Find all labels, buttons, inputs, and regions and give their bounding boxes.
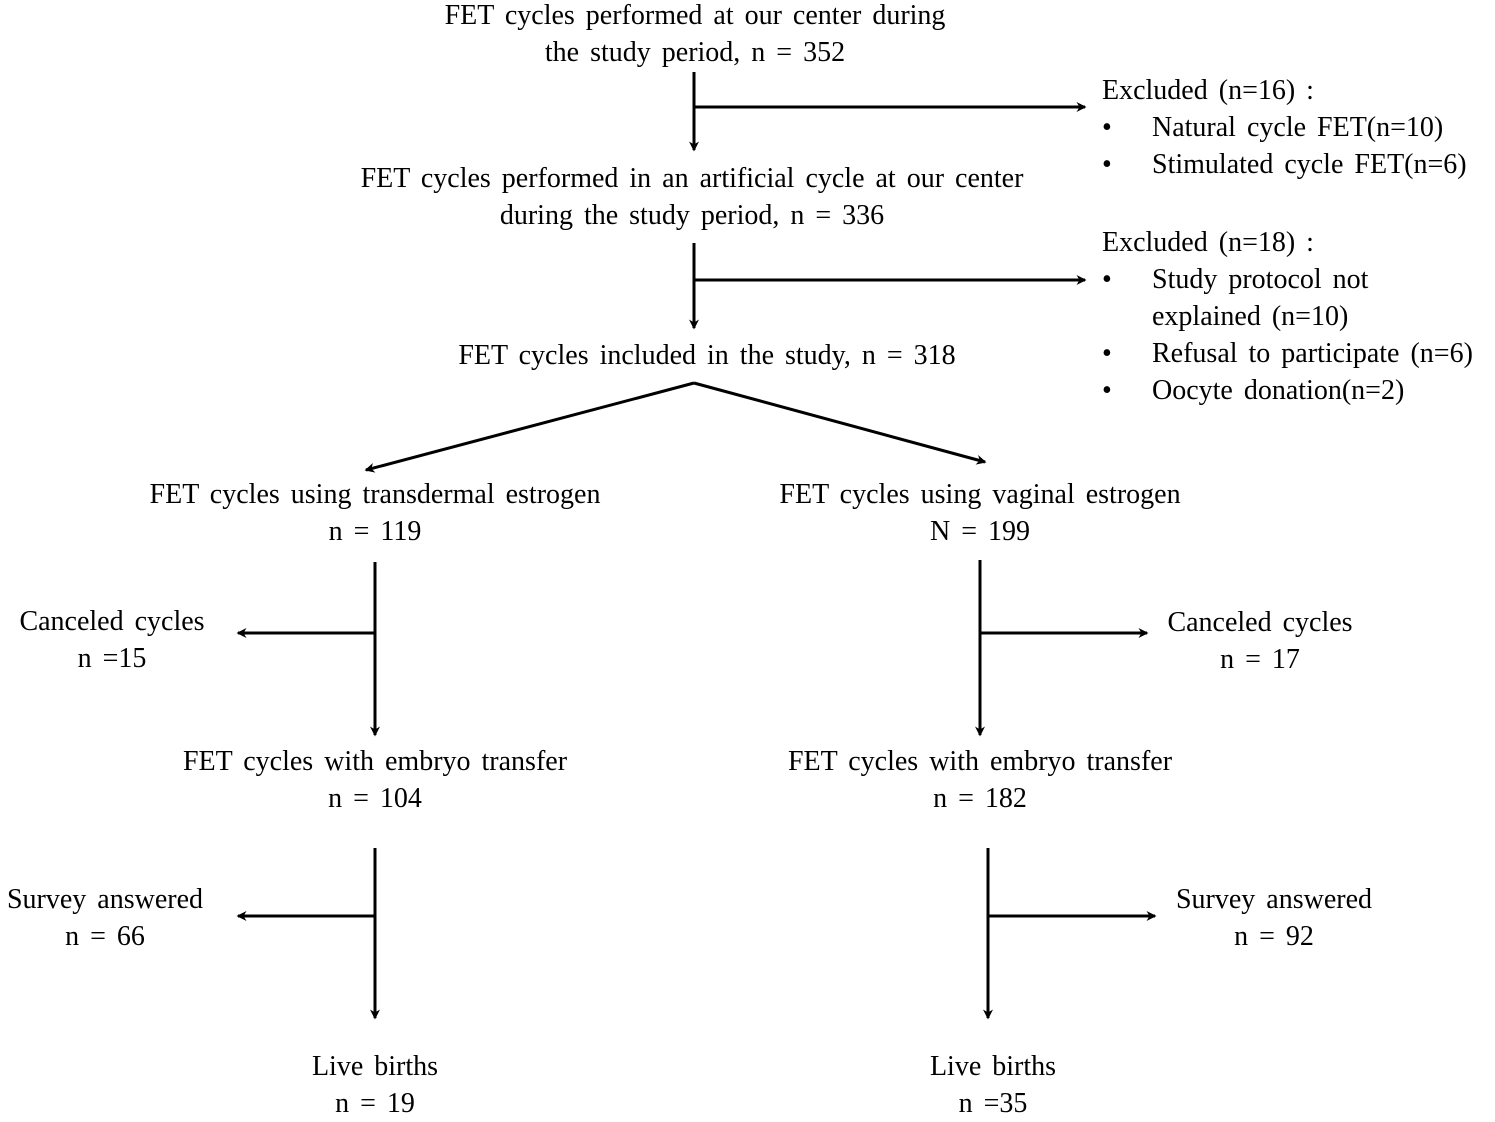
node-total-cycles-line-2: the study period, n = 352: [544, 37, 846, 68]
node-canceled-right: Canceled cycles n = 17: [1150, 604, 1370, 678]
node-artificial-cycles-line-2: during the study period, n = 336: [499, 200, 885, 231]
exclusion-item-text: Refusal to participate (n=6): [1152, 338, 1473, 369]
node-births-left-line-2: n = 19: [335, 1088, 415, 1119]
node-canceled-left-line-2: n =15: [77, 643, 147, 674]
node-artificial-cycles-line-1: FET cycles performed in an artificial cy…: [360, 163, 1024, 194]
node-transdermal-line-2: n = 119: [328, 516, 422, 547]
exclusion-item-text: Stimulated cycle FET(n=6): [1152, 149, 1467, 180]
node-births-left: Live births n = 19: [275, 1048, 475, 1122]
exclusion-first-item: • Stimulated cycle FET(n=6): [1102, 146, 1467, 183]
node-transfer-right: FET cycles with embryo transfer n = 182: [740, 743, 1220, 817]
exclusion-box-first: Excluded (n=16) : • Natural cycle FET(n=…: [1102, 72, 1467, 183]
bullet-icon: •: [1102, 338, 1112, 369]
node-total-cycles-line-1: FET cycles performed at our center durin…: [444, 0, 946, 31]
bullet-icon: •: [1102, 149, 1112, 180]
exclusion-second-item: • Oocyte donation(n=2): [1102, 372, 1473, 409]
node-survey-right: Survey answered n = 92: [1164, 881, 1384, 955]
exclusion-first-item: • Natural cycle FET(n=10): [1102, 109, 1467, 146]
exclusion-second-list: • Study protocol not explained (n=10) • …: [1102, 261, 1473, 409]
node-survey-left: Survey answered n = 66: [0, 881, 210, 955]
node-transfer-left: FET cycles with embryo transfer n = 104: [135, 743, 615, 817]
node-survey-left-line-2: n = 66: [65, 921, 145, 952]
node-transdermal-cycles: FET cycles using transdermal estrogen n …: [95, 476, 655, 550]
node-births-right-line-2: n =35: [958, 1088, 1028, 1119]
exclusion-first-list: • Natural cycle FET(n=10) • Stimulated c…: [1102, 109, 1467, 183]
node-transfer-right-line-1: FET cycles with embryo transfer: [787, 746, 1173, 777]
node-survey-left-line-1: Survey answered: [6, 884, 204, 915]
arrow-included-to-transdermal: [364, 381, 695, 473]
node-survey-right-line-1: Survey answered: [1175, 884, 1373, 915]
node-canceled-right-line-2: n = 17: [1220, 644, 1300, 675]
node-artificial-cycles: FET cycles performed in an artificial cy…: [292, 160, 1092, 234]
exclusion-second-item: • Study protocol not explained (n=10): [1102, 261, 1473, 335]
node-included-cycles: FET cycles included in the study, n = 31…: [387, 337, 1027, 374]
node-transfer-left-line-2: n = 104: [328, 783, 422, 814]
node-births-right: Live births n =35: [893, 1048, 1093, 1122]
bullet-icon: •: [1102, 264, 1112, 295]
node-canceled-left-line-1: Canceled cycles: [19, 606, 205, 637]
node-vaginal-line-1: FET cycles using vaginal estrogen: [779, 479, 1181, 510]
exclusion-item-text: Oocyte donation(n=2): [1152, 375, 1405, 406]
exclusion-item-text: Natural cycle FET(n=10): [1152, 112, 1444, 143]
exclusion-item-text: explained (n=10): [1152, 301, 1349, 332]
exclusion-first-heading: Excluded (n=16) :: [1102, 75, 1314, 106]
bullet-icon: •: [1102, 112, 1112, 143]
exclusion-item-text: Study protocol not: [1152, 264, 1369, 295]
node-canceled-right-line-1: Canceled cycles: [1167, 607, 1353, 638]
node-total-cycles: FET cycles performed at our center durin…: [385, 0, 1005, 71]
exclusion-second-heading: Excluded (n=18) :: [1102, 227, 1314, 258]
node-transfer-right-line-2: n = 182: [933, 783, 1027, 814]
exclusion-box-second: Excluded (n=18) : • Study protocol not e…: [1102, 224, 1473, 409]
node-births-right-line-1: Live births: [929, 1051, 1057, 1082]
bullet-icon: •: [1102, 375, 1112, 406]
node-transdermal-line-1: FET cycles using transdermal estrogen: [149, 479, 601, 510]
exclusion-second-item: • Refusal to participate (n=6): [1102, 335, 1473, 372]
arrow-included-to-vaginal: [693, 381, 987, 465]
node-vaginal-line-2: N = 199: [929, 516, 1030, 547]
node-survey-right-line-2: n = 92: [1234, 921, 1314, 952]
node-canceled-left: Canceled cycles n =15: [2, 603, 222, 677]
node-included-cycles-line-1: FET cycles included in the study, n = 31…: [458, 340, 956, 371]
node-transfer-left-line-1: FET cycles with embryo transfer: [182, 746, 568, 777]
node-births-left-line-1: Live births: [311, 1051, 439, 1082]
node-vaginal-cycles: FET cycles using vaginal estrogen N = 19…: [720, 476, 1240, 550]
